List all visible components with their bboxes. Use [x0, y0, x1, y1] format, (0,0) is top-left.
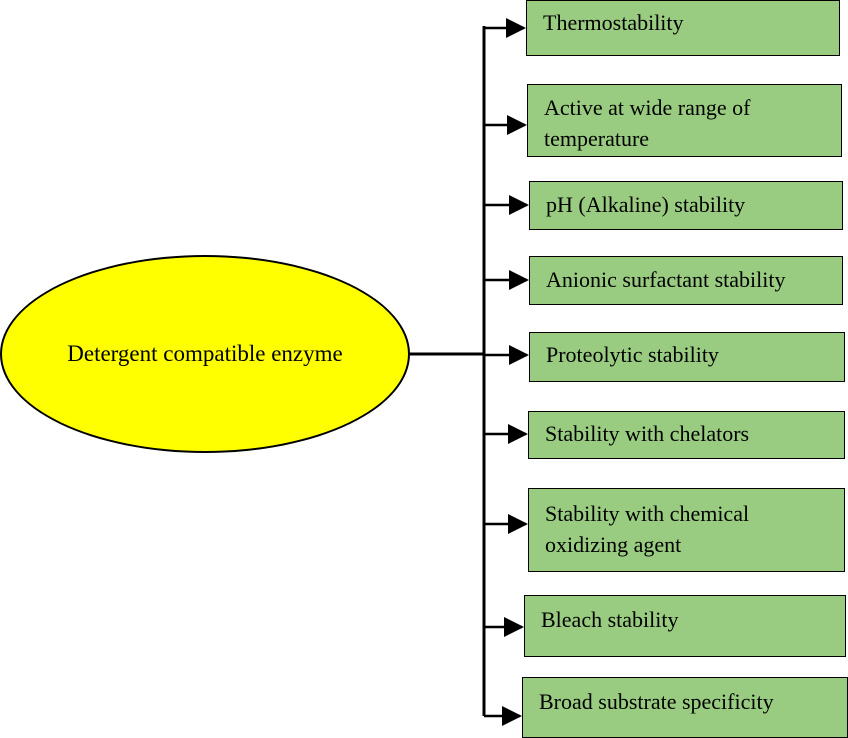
box-anionic-surfactant: Anionic surfactant stability: [529, 256, 843, 305]
box-label: Active at wide range of temperature: [544, 95, 751, 151]
box-label: Anionic surfactant stability: [546, 267, 786, 292]
box-proteolytic: Proteolytic stability: [529, 332, 845, 382]
box-bleach: Bleach stability: [524, 595, 846, 657]
box-thermostability: Thermostability: [526, 0, 840, 56]
box-ph-stability: pH (Alkaline) stability: [529, 181, 843, 230]
box-label: Thermostability: [543, 10, 684, 35]
box-label: pH (Alkaline) stability: [546, 192, 746, 217]
box-oxidizing: Stability with chemical oxidizing agent: [528, 488, 845, 572]
box-label: Broad substrate specificity: [539, 689, 774, 714]
box-wide-temperature: Active at wide range of temperature: [527, 84, 842, 157]
box-label: Proteolytic stability: [546, 342, 719, 367]
box-label: Stability with chemical oxidizing agent: [545, 501, 750, 557]
box-label: Stability with chelators: [545, 421, 750, 446]
box-label: Bleach stability: [541, 607, 679, 632]
center-label: Detergent compatible enzyme: [67, 341, 343, 366]
center-ellipse: Detergent compatible enzyme: [0, 255, 410, 453]
box-broad-substrate: Broad substrate specificity: [522, 677, 848, 738]
box-chelators: Stability with chelators: [528, 411, 845, 459]
